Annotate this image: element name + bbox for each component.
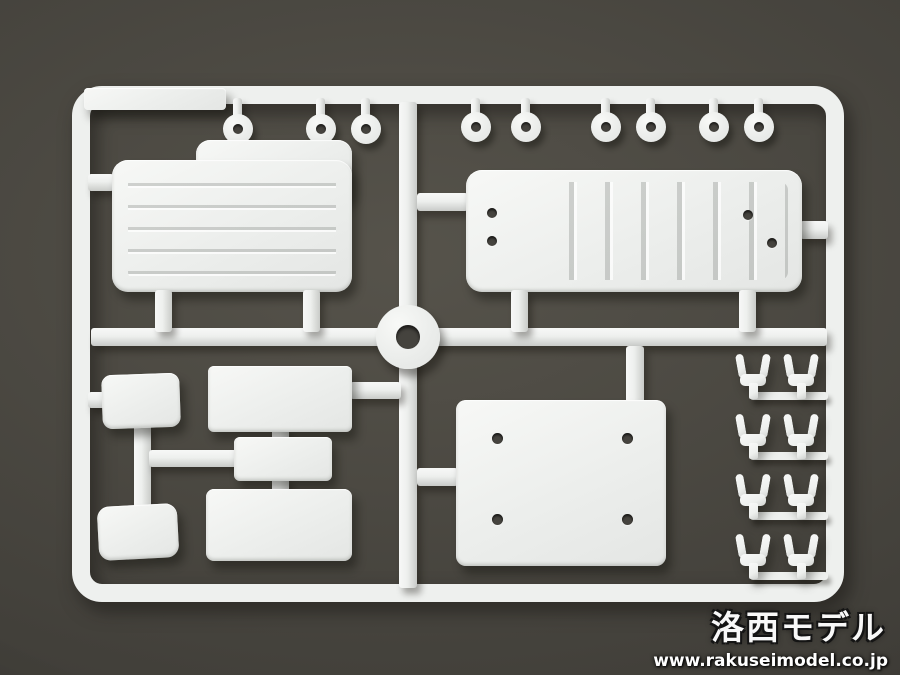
fork-part <box>734 533 772 580</box>
rect-plate-part-middle <box>234 437 332 481</box>
washer-stub <box>521 98 530 118</box>
panel-right-ribs <box>560 182 788 280</box>
panel-part-right <box>466 170 802 292</box>
washer-stub <box>754 98 763 118</box>
fork-stem <box>749 563 758 579</box>
washer-stub <box>646 98 655 118</box>
part-hole <box>492 514 503 525</box>
washer-stub <box>361 98 370 118</box>
runner-stub <box>155 290 172 332</box>
fork-stem <box>749 443 758 459</box>
part-hole <box>622 433 633 444</box>
fork-part <box>782 533 820 580</box>
part-hole <box>487 236 497 246</box>
fork-base <box>740 554 766 566</box>
fork-runner-bar <box>750 392 828 400</box>
washer-part <box>636 112 666 142</box>
part-hole <box>743 210 753 220</box>
washer-stub <box>471 98 480 118</box>
runner-stub <box>134 424 151 510</box>
washer-part <box>699 112 729 142</box>
center-ring-part <box>376 305 440 369</box>
base-plate-part <box>456 400 666 566</box>
part-hole <box>487 208 497 218</box>
watermark-brand: 洛西モデル <box>711 608 886 647</box>
sprue-label-plate <box>84 88 226 110</box>
washer-part <box>351 114 381 144</box>
fork-stem <box>797 443 806 459</box>
panel-part-left <box>112 160 352 292</box>
fork-stem <box>797 503 806 519</box>
fork-runner-bar <box>750 452 828 460</box>
fork-part <box>734 473 772 520</box>
runner-stub <box>350 382 401 399</box>
fork-stem <box>749 383 758 399</box>
fork-part <box>734 353 772 400</box>
washer-part <box>223 114 253 144</box>
washer-part <box>461 112 491 142</box>
washer-stub <box>601 98 610 118</box>
fork-base <box>788 554 814 566</box>
fork-part <box>734 413 772 460</box>
sprue-frame <box>72 86 844 602</box>
fork-stem <box>797 563 806 579</box>
fork-part <box>782 353 820 400</box>
washer-part <box>511 112 541 142</box>
runner-stub <box>626 346 644 404</box>
runner-horizontal-main <box>91 328 827 346</box>
part-hole <box>767 238 777 248</box>
runner-stub <box>417 468 458 486</box>
fork-runner-bar <box>750 512 828 520</box>
fork-stem <box>797 383 806 399</box>
rect-plate-part-upper <box>208 366 352 432</box>
runner-stub <box>800 221 828 239</box>
washer-stub <box>316 98 325 118</box>
washer-part <box>306 114 336 144</box>
fork-base <box>740 434 766 446</box>
part-hole <box>622 514 633 525</box>
runner-branch-right-panel <box>417 193 468 211</box>
fork-base <box>788 374 814 386</box>
fork-stem <box>749 503 758 519</box>
watermark-url: www.rakuseimodel.co.jp <box>653 651 888 671</box>
small-pad-part-lower <box>96 502 180 562</box>
panel-left-ribs <box>128 176 336 280</box>
washer-stub <box>233 98 242 118</box>
fork-base <box>740 374 766 386</box>
runner-stub <box>739 290 756 332</box>
washer-part <box>591 112 621 142</box>
rect-plate-part-lower <box>206 489 352 561</box>
fork-runner-bar <box>750 572 828 580</box>
runner-stub-left-panel <box>88 174 114 191</box>
fork-part <box>782 473 820 520</box>
fork-base <box>788 434 814 446</box>
fork-base <box>788 494 814 506</box>
runner-stub <box>303 290 320 332</box>
fork-base <box>740 494 766 506</box>
runner-stub <box>149 450 238 467</box>
washer-stub <box>709 98 718 118</box>
runner-stub <box>511 290 528 332</box>
fork-part <box>782 413 820 460</box>
part-hole <box>492 433 503 444</box>
washer-part <box>744 112 774 142</box>
small-pad-part-upper <box>101 372 181 430</box>
